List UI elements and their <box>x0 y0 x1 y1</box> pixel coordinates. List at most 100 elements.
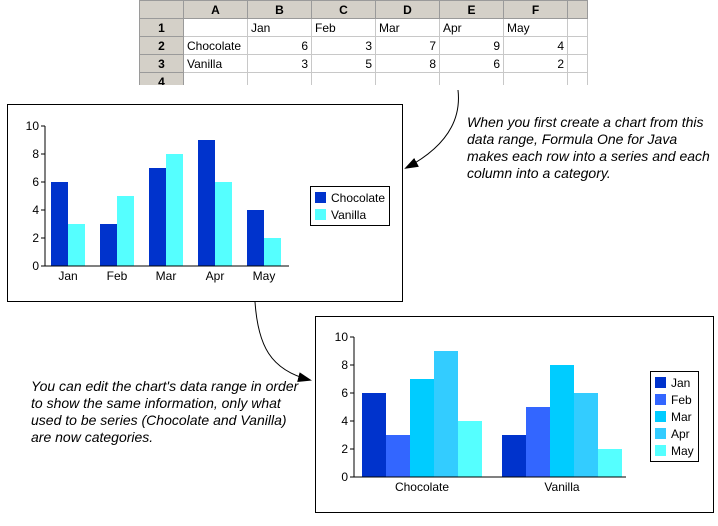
bar <box>149 168 166 266</box>
arrow-to-second-chart <box>254 301 312 382</box>
sheet-row-2: 2 Chocolate 6 3 7 9 4 <box>139 36 588 55</box>
legend-item: May <box>655 442 694 459</box>
column-header-g[interactable] <box>567 0 588 19</box>
legend-item: Vanilla <box>315 206 385 223</box>
y-tick-label: 6 <box>32 175 39 189</box>
legend-item: Jan <box>655 374 694 391</box>
cell-a1[interactable] <box>183 18 248 37</box>
cell-g4[interactable] <box>567 72 588 85</box>
y-tick-label: 10 <box>335 330 349 344</box>
cell-f1[interactable]: May <box>503 18 568 37</box>
bar <box>166 154 183 266</box>
legend-label: Apr <box>671 426 690 441</box>
cell-e3[interactable]: 6 <box>439 54 504 73</box>
legend-label: Feb <box>671 392 692 407</box>
y-tick-label: 2 <box>341 442 348 456</box>
legend-item: Feb <box>655 391 694 408</box>
cell-d1[interactable]: Mar <box>375 18 440 37</box>
cell-a3[interactable]: Vanilla <box>183 54 248 73</box>
cell-a4[interactable] <box>183 72 248 85</box>
bar <box>68 224 85 266</box>
spreadsheet: A B C D E F 1 Jan Feb Mar Apr May 2 Choc… <box>139 0 589 85</box>
legend-swatch <box>655 394 666 405</box>
column-header-a[interactable]: A <box>183 0 248 19</box>
select-all-corner[interactable] <box>139 0 184 19</box>
y-tick-label: 6 <box>341 386 348 400</box>
cell-e1[interactable]: Apr <box>439 18 504 37</box>
column-header-row: A B C D E F <box>139 0 588 19</box>
bar <box>598 449 622 477</box>
y-tick-label: 0 <box>341 470 348 484</box>
y-tick-label: 2 <box>32 231 39 245</box>
cell-g3[interactable] <box>567 54 588 73</box>
bar <box>434 351 458 477</box>
bar <box>550 365 574 477</box>
column-header-d[interactable]: D <box>375 0 440 19</box>
cell-e2[interactable]: 9 <box>439 36 504 55</box>
column-header-e[interactable]: E <box>439 0 504 19</box>
sheet-row-3: 3 Vanilla 3 5 8 6 2 <box>139 54 588 73</box>
column-header-f[interactable]: F <box>503 0 568 19</box>
cell-f3[interactable]: 2 <box>503 54 568 73</box>
bar <box>51 182 68 266</box>
cell-a2[interactable]: Chocolate <box>183 36 248 55</box>
bar <box>100 224 117 266</box>
cell-b1[interactable]: Jan <box>247 18 312 37</box>
cell-b2[interactable]: 6 <box>247 36 312 55</box>
cell-d3[interactable]: 8 <box>375 54 440 73</box>
column-header-c[interactable]: C <box>311 0 376 19</box>
legend-label: Vanilla <box>331 207 367 222</box>
row-header-3[interactable]: 3 <box>139 54 184 73</box>
cell-b3[interactable]: 3 <box>247 54 312 73</box>
legend-item: Apr <box>655 425 694 442</box>
explanation-note-top: When you first create a chart from this … <box>467 114 710 181</box>
cell-g2[interactable] <box>567 36 588 55</box>
cell-c1[interactable]: Feb <box>311 18 376 37</box>
column-header-b[interactable]: B <box>247 0 312 19</box>
cell-f2[interactable]: 4 <box>503 36 568 55</box>
x-tick-label: May <box>253 269 276 283</box>
row-header-1[interactable]: 1 <box>139 18 184 37</box>
cell-c4[interactable] <box>311 72 376 85</box>
row-header-4[interactable]: 4 <box>139 72 184 85</box>
x-tick-label: Apr <box>206 269 225 283</box>
y-tick-label: 4 <box>341 414 348 428</box>
spreadsheet-grid: A B C D E F 1 Jan Feb Mar Apr May 2 Choc… <box>139 0 588 85</box>
legend-label: Jan <box>671 375 691 390</box>
explanation-note-bottom: You can edit the chart's data range in o… <box>31 378 299 445</box>
bar <box>574 393 598 477</box>
legend-label: May <box>671 443 694 458</box>
cell-c3[interactable]: 5 <box>311 54 376 73</box>
legend-swatch <box>655 377 666 388</box>
bar <box>502 435 526 477</box>
legend-swatch <box>655 428 666 439</box>
bar <box>526 407 550 477</box>
legend-swatch <box>315 209 326 220</box>
row-header-2[interactable]: 2 <box>139 36 184 55</box>
y-tick-label: 0 <box>32 259 39 273</box>
sheet-row-1: 1 Jan Feb Mar Apr May <box>139 18 588 37</box>
bar <box>215 182 232 266</box>
cell-b4[interactable] <box>247 72 312 85</box>
cell-g1[interactable] <box>567 18 588 37</box>
x-tick-label: Mar <box>156 269 177 283</box>
legend-item: Chocolate <box>315 189 385 206</box>
legend-item: Mar <box>655 408 694 425</box>
bar <box>458 421 482 477</box>
cell-e4[interactable] <box>439 72 504 85</box>
cell-f4[interactable] <box>503 72 568 85</box>
bar <box>410 379 434 477</box>
legend-swatch <box>315 192 326 203</box>
sheet-row-4: 4 <box>139 72 588 85</box>
legend-swatch <box>655 445 666 456</box>
chart-2-legend: Jan Feb Mar Apr May <box>650 371 699 462</box>
cell-c2[interactable]: 3 <box>311 36 376 55</box>
legend-label: Chocolate <box>331 190 386 205</box>
x-tick-label: Vanilla <box>544 480 579 494</box>
cell-d2[interactable]: 7 <box>375 36 440 55</box>
bar <box>264 238 281 266</box>
cell-d4[interactable] <box>375 72 440 85</box>
